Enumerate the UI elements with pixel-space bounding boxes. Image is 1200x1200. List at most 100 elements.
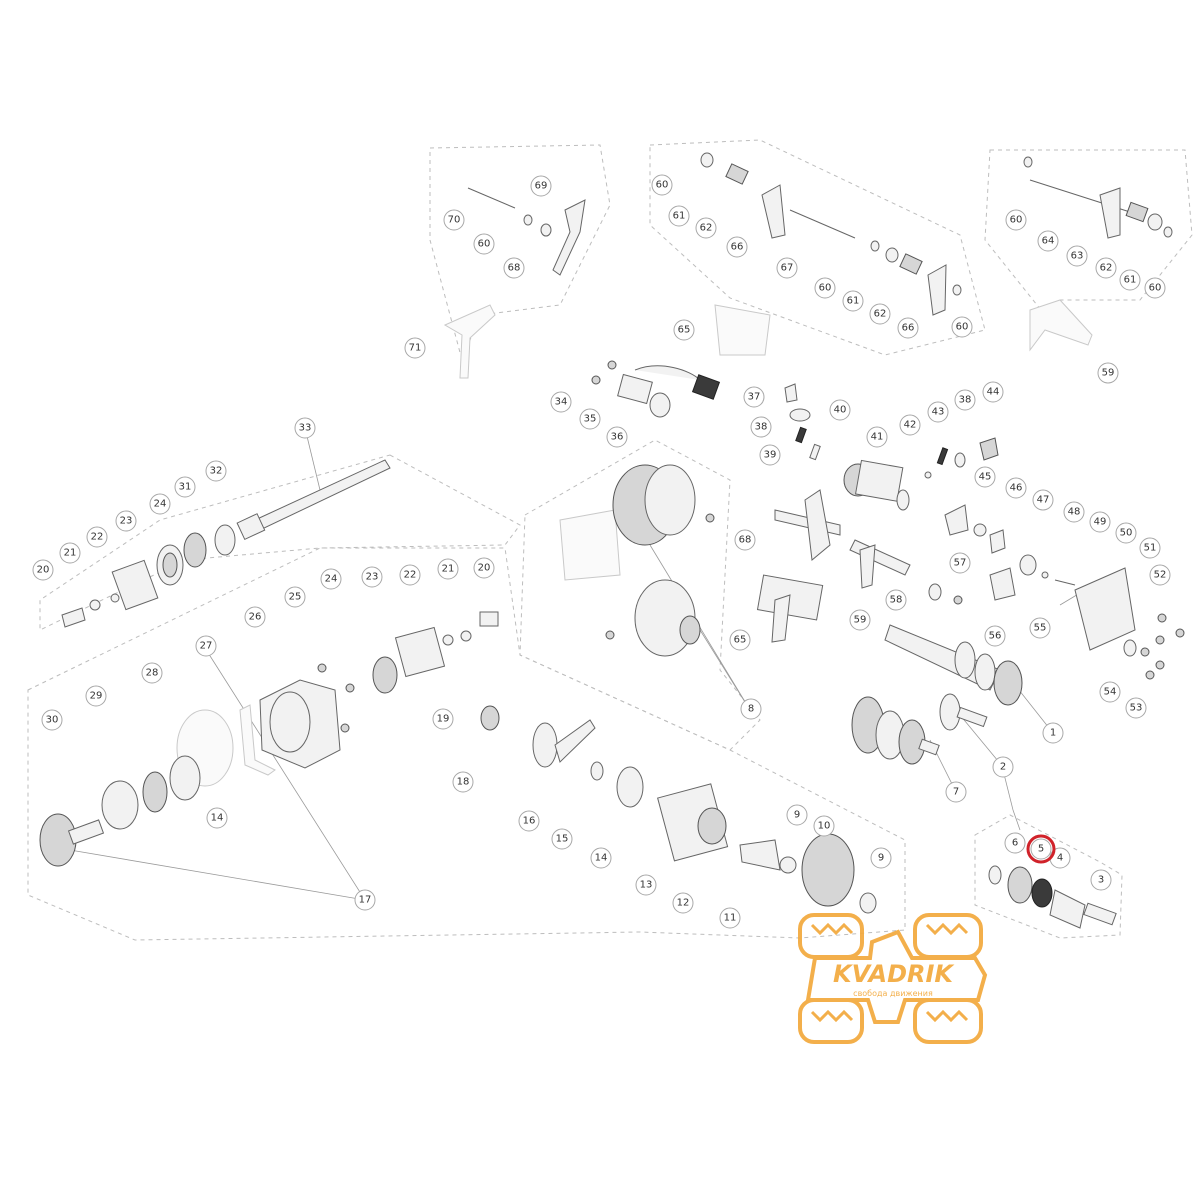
group-outlines xyxy=(27,139,1193,941)
callout-24a: 24 xyxy=(149,493,171,515)
svg-text:27: 27 xyxy=(200,641,213,652)
callout-69: 69 xyxy=(530,175,552,197)
callout-60f: 60 xyxy=(1144,277,1166,299)
callout-32: 32 xyxy=(205,460,227,482)
svg-text:23: 23 xyxy=(120,516,133,527)
svg-text:16: 16 xyxy=(523,816,536,827)
gear-3-assembly xyxy=(988,865,1117,929)
svg-text:14: 14 xyxy=(595,853,608,864)
callout-62c: 62 xyxy=(1095,257,1117,279)
svg-text:45: 45 xyxy=(979,472,992,483)
svg-text:9: 9 xyxy=(794,810,800,821)
logo-tire-bottom-right xyxy=(913,998,983,1044)
callout-70: 70 xyxy=(443,209,465,231)
callout-37: 37 xyxy=(743,386,765,408)
callout-26: 26 xyxy=(244,606,266,628)
svg-text:60: 60 xyxy=(478,239,491,250)
svg-text:41: 41 xyxy=(871,432,884,443)
svg-text:5: 5 xyxy=(1038,844,1044,855)
callout-22b: 22 xyxy=(399,564,421,586)
svg-text:69: 69 xyxy=(535,181,548,192)
svg-text:25: 25 xyxy=(289,592,302,603)
callout-68b: 68 xyxy=(734,529,756,551)
svg-text:17: 17 xyxy=(359,895,372,906)
callout-15: 15 xyxy=(551,828,573,850)
svg-text:29: 29 xyxy=(90,691,103,702)
group-outline-shaft-33 xyxy=(39,454,521,631)
svg-text:3: 3 xyxy=(1098,875,1104,886)
callout-67: 67 xyxy=(776,257,798,279)
callout-60e: 60 xyxy=(1005,209,1027,231)
callout-39: 39 xyxy=(759,444,781,466)
parts xyxy=(39,152,1185,929)
svg-text:22: 22 xyxy=(404,570,417,581)
callout-28: 28 xyxy=(141,662,163,684)
group-outline-gear-3 xyxy=(974,814,1123,939)
svg-text:60: 60 xyxy=(1010,215,1023,226)
svg-text:64: 64 xyxy=(1042,236,1055,247)
callout-56: 56 xyxy=(984,625,1006,647)
svg-text:2: 2 xyxy=(1000,762,1006,773)
callout-labels: 1 2 3 4 5 6 7 8 9 9 10 11 12 13 14 14 15… xyxy=(32,174,1171,929)
svg-text:28: 28 xyxy=(146,668,159,679)
callout-14b: 14 xyxy=(206,807,228,829)
callout-59a: 59 xyxy=(849,609,871,631)
callout-66a: 66 xyxy=(726,236,748,258)
pinion-bevel-gear xyxy=(39,755,201,867)
callout-51: 51 xyxy=(1139,537,1161,559)
svg-text:55: 55 xyxy=(1034,623,1047,634)
logo-brand-text: KVADRIK xyxy=(833,960,955,988)
svg-text:22: 22 xyxy=(91,532,104,543)
svg-text:62: 62 xyxy=(1100,263,1113,274)
callout-43: 43 xyxy=(927,401,949,423)
callout-18: 18 xyxy=(452,771,474,793)
svg-text:35: 35 xyxy=(584,414,597,425)
svg-text:56: 56 xyxy=(989,631,1002,642)
callout-20a: 20 xyxy=(32,559,54,581)
output-shaft xyxy=(236,459,391,541)
svg-text:9: 9 xyxy=(878,853,884,864)
callout-50: 50 xyxy=(1115,522,1137,544)
callout-16: 16 xyxy=(518,810,540,832)
gearbox-case-parts xyxy=(559,464,715,657)
sensor-parts xyxy=(591,360,821,461)
callout-11: 11 xyxy=(719,907,741,929)
svg-text:60: 60 xyxy=(819,283,832,294)
callout-19: 19 xyxy=(432,708,454,730)
svg-text:66: 66 xyxy=(731,242,744,253)
callout-60c: 60 xyxy=(814,277,836,299)
svg-text:61: 61 xyxy=(673,211,686,222)
svg-text:62: 62 xyxy=(700,223,713,234)
svg-text:62: 62 xyxy=(874,309,887,320)
svg-text:10: 10 xyxy=(818,821,831,832)
svg-text:37: 37 xyxy=(748,392,761,403)
svg-text:19: 19 xyxy=(437,714,450,725)
svg-text:59: 59 xyxy=(1102,368,1115,379)
svg-text:8: 8 xyxy=(748,704,754,715)
svg-text:66: 66 xyxy=(902,323,915,334)
svg-text:61: 61 xyxy=(847,296,860,307)
svg-text:36: 36 xyxy=(611,432,624,443)
callout-3: 3 xyxy=(1090,869,1112,891)
logo-frame xyxy=(805,929,988,1024)
callout-68a: 68 xyxy=(503,257,525,279)
callout-2: 2 xyxy=(992,756,1014,778)
callout-48: 48 xyxy=(1063,501,1085,523)
callout-24b: 24 xyxy=(320,568,342,590)
logo-tire-bottom-left xyxy=(798,998,864,1044)
callout-40: 40 xyxy=(829,399,851,421)
callout-20b: 20 xyxy=(473,557,495,579)
shift-drum-parts xyxy=(756,437,1185,680)
callout-33: 33 xyxy=(294,417,316,439)
svg-text:71: 71 xyxy=(409,343,422,354)
callout-62a: 62 xyxy=(695,217,717,239)
callout-7: 7 xyxy=(945,781,967,803)
svg-text:26: 26 xyxy=(249,612,262,623)
callout-65b: 65 xyxy=(729,629,751,651)
final-drive-housing xyxy=(176,663,355,787)
callout-66b: 66 xyxy=(897,317,919,339)
svg-text:40: 40 xyxy=(834,405,847,416)
svg-text:20: 20 xyxy=(37,565,50,576)
svg-text:39: 39 xyxy=(764,450,777,461)
callout-60b: 60 xyxy=(473,233,495,255)
